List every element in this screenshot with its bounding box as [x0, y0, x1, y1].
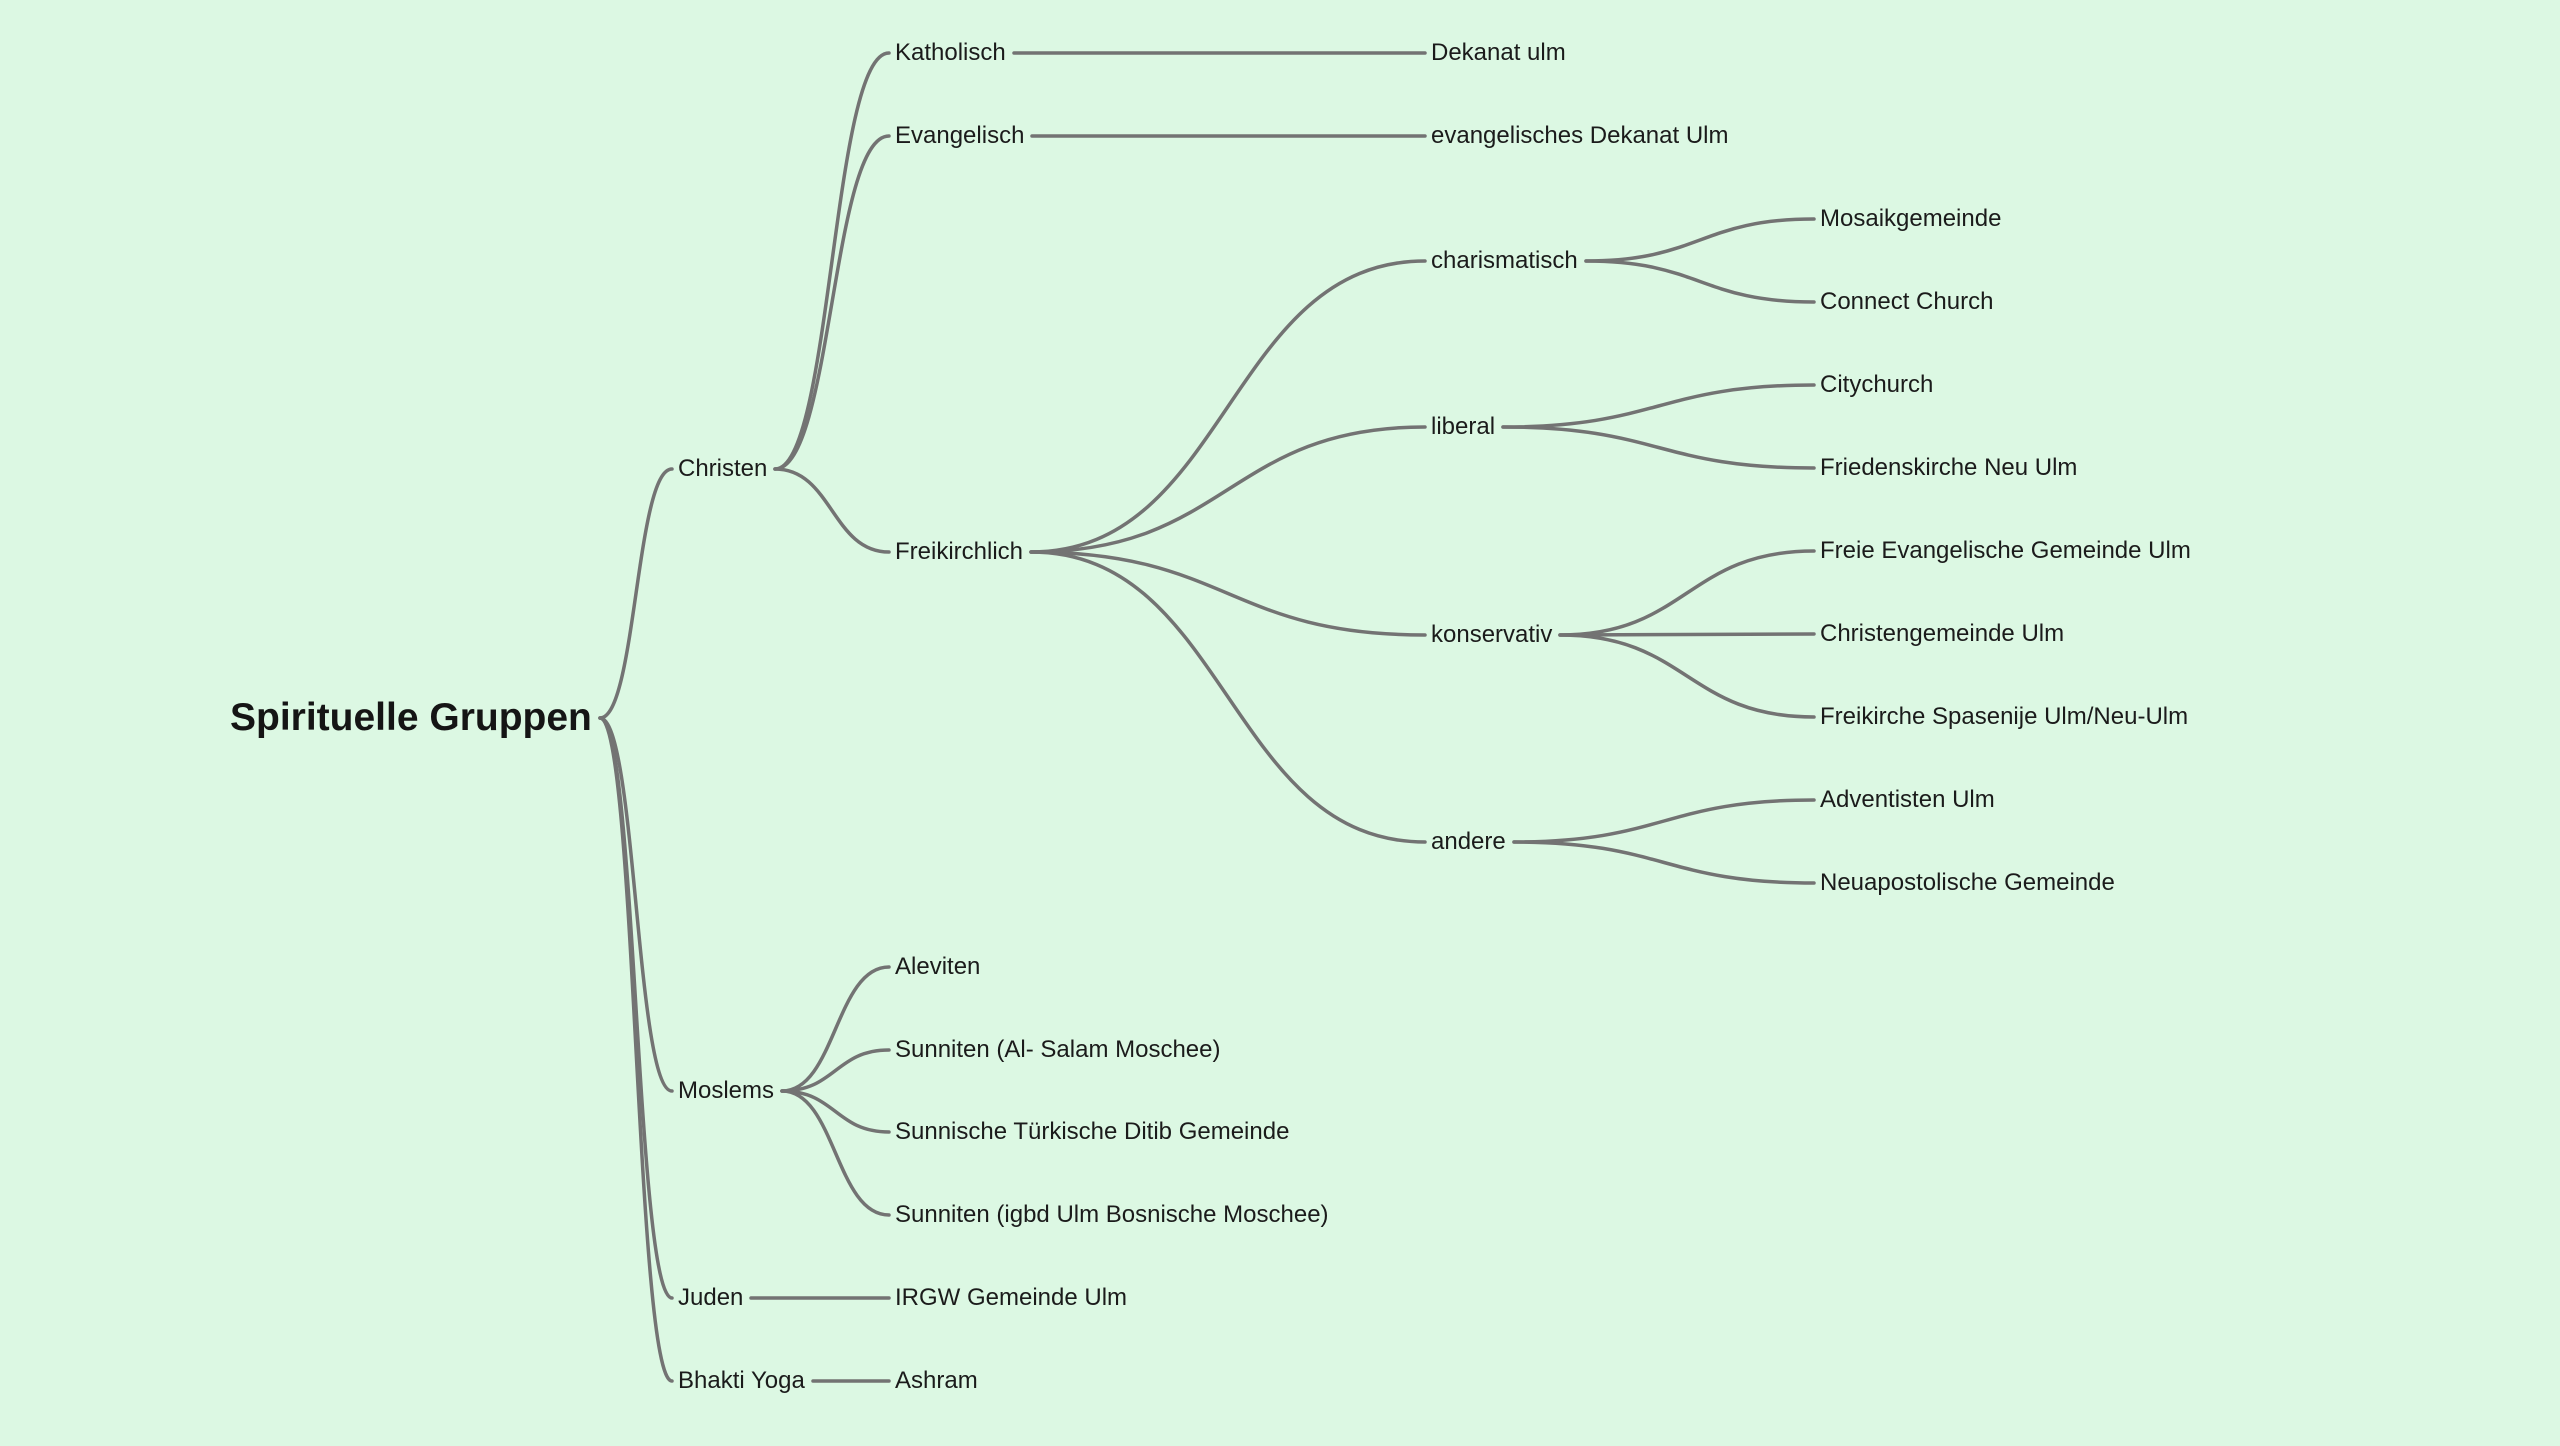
node-ashram[interactable]: Ashram	[895, 1367, 978, 1394]
edge-konservativ-freie-evangelische-gemeinde-ulm	[1558, 549, 1816, 637]
edge-freikirchlich-andere	[1029, 550, 1427, 844]
node-sunniten-igbd[interactable]: Sunniten (igbd Ulm Bosnische Moschee)	[895, 1201, 1329, 1228]
edge-konservativ-christengemeinde-ulm	[1558, 632, 1816, 637]
node-juden[interactable]: Juden	[678, 1284, 744, 1311]
edge-root-moslems	[598, 716, 674, 1093]
node-freikirchlich[interactable]: Freikirchlich	[895, 538, 1024, 565]
edge-konservativ-freikirche-spasenije	[1558, 633, 1816, 719]
node-andere[interactable]: andere	[1431, 828, 1506, 855]
node-neuapostolische-gemeinde[interactable]: Neuapostolische Gemeinde	[1820, 869, 2115, 896]
node-charismatisch[interactable]: charismatisch	[1431, 247, 1578, 274]
node-sunniten-al-salam[interactable]: Sunniten (Al- Salam Moschee)	[895, 1036, 1221, 1063]
edge-freikirchlich-konservativ	[1029, 550, 1427, 637]
edge-charismatisch-mosaikgemeinde	[1584, 217, 1816, 263]
node-bhakti-yoga[interactable]: Bhakti Yoga	[678, 1367, 805, 1394]
node-connect-church[interactable]: Connect Church	[1820, 288, 1994, 315]
edge-freikirchlich-charismatisch	[1029, 259, 1427, 554]
edge-christen-evangelisch	[773, 134, 891, 471]
node-christen[interactable]: Christen	[678, 455, 768, 482]
edge-andere-neuapostolische-gemeinde	[1512, 840, 1816, 885]
node-freie-evangelische-gemeinde-ulm[interactable]: Freie Evangelische Gemeinde Ulm	[1820, 537, 2191, 564]
node-evangelisches-dekanat-ulm[interactable]: evangelisches Dekanat Ulm	[1431, 122, 1729, 149]
edge-christen-freikirchlich	[773, 467, 891, 554]
edge-freikirchlich-liberal	[1029, 425, 1427, 554]
node-mosaikgemeinde[interactable]: Mosaikgemeinde	[1820, 205, 2002, 232]
node-root[interactable]: Spirituelle Gruppen	[230, 696, 592, 739]
node-evangelisch[interactable]: Evangelisch	[895, 122, 1025, 149]
node-konservativ[interactable]: konservativ	[1431, 621, 1553, 648]
edge-root-bhakti-yoga	[598, 716, 674, 1383]
node-sunnische-tuerkische-ditib[interactable]: Sunnische Türkische Ditib Gemeinde	[895, 1118, 1290, 1145]
node-irgw-gemeinde-ulm[interactable]: IRGW Gemeinde Ulm	[895, 1284, 1128, 1311]
edge-charismatisch-connect-church	[1584, 259, 1816, 304]
node-freikirche-spasenije[interactable]: Freikirche Spasenije Ulm/Neu-Ulm	[1820, 703, 2189, 730]
node-moslems[interactable]: Moslems	[678, 1077, 775, 1104]
node-christengemeinde-ulm[interactable]: Christengemeinde Ulm	[1820, 620, 2065, 647]
edge-root-juden	[598, 716, 674, 1300]
edge-moslems-aleviten	[780, 965, 891, 1093]
edge-christen-katholisch	[773, 51, 891, 471]
edge-root-christen	[598, 467, 674, 720]
edge-liberal-citychurch	[1501, 383, 1816, 429]
node-aleviten[interactable]: Aleviten	[895, 953, 981, 980]
edge-moslems-sunniten-al-salam	[780, 1048, 891, 1093]
node-liberal[interactable]: liberal	[1431, 413, 1496, 440]
edge-andere-adventisten-ulm	[1512, 798, 1816, 844]
edge-moslems-sunniten-igbd	[780, 1089, 891, 1217]
node-adventisten-ulm[interactable]: Adventisten Ulm	[1820, 786, 1995, 813]
edge-liberal-friedenskirche-neu-ulm	[1501, 425, 1816, 470]
edge-moslems-sunnische-tuerkische-ditib	[780, 1089, 891, 1134]
node-friedenskirche-neu-ulm[interactable]: Friedenskirche Neu Ulm	[1820, 454, 2078, 481]
node-katholisch[interactable]: Katholisch	[895, 39, 1006, 66]
node-citychurch[interactable]: Citychurch	[1820, 371, 1934, 398]
node-dekanat-ulm[interactable]: Dekanat ulm	[1431, 39, 1566, 66]
